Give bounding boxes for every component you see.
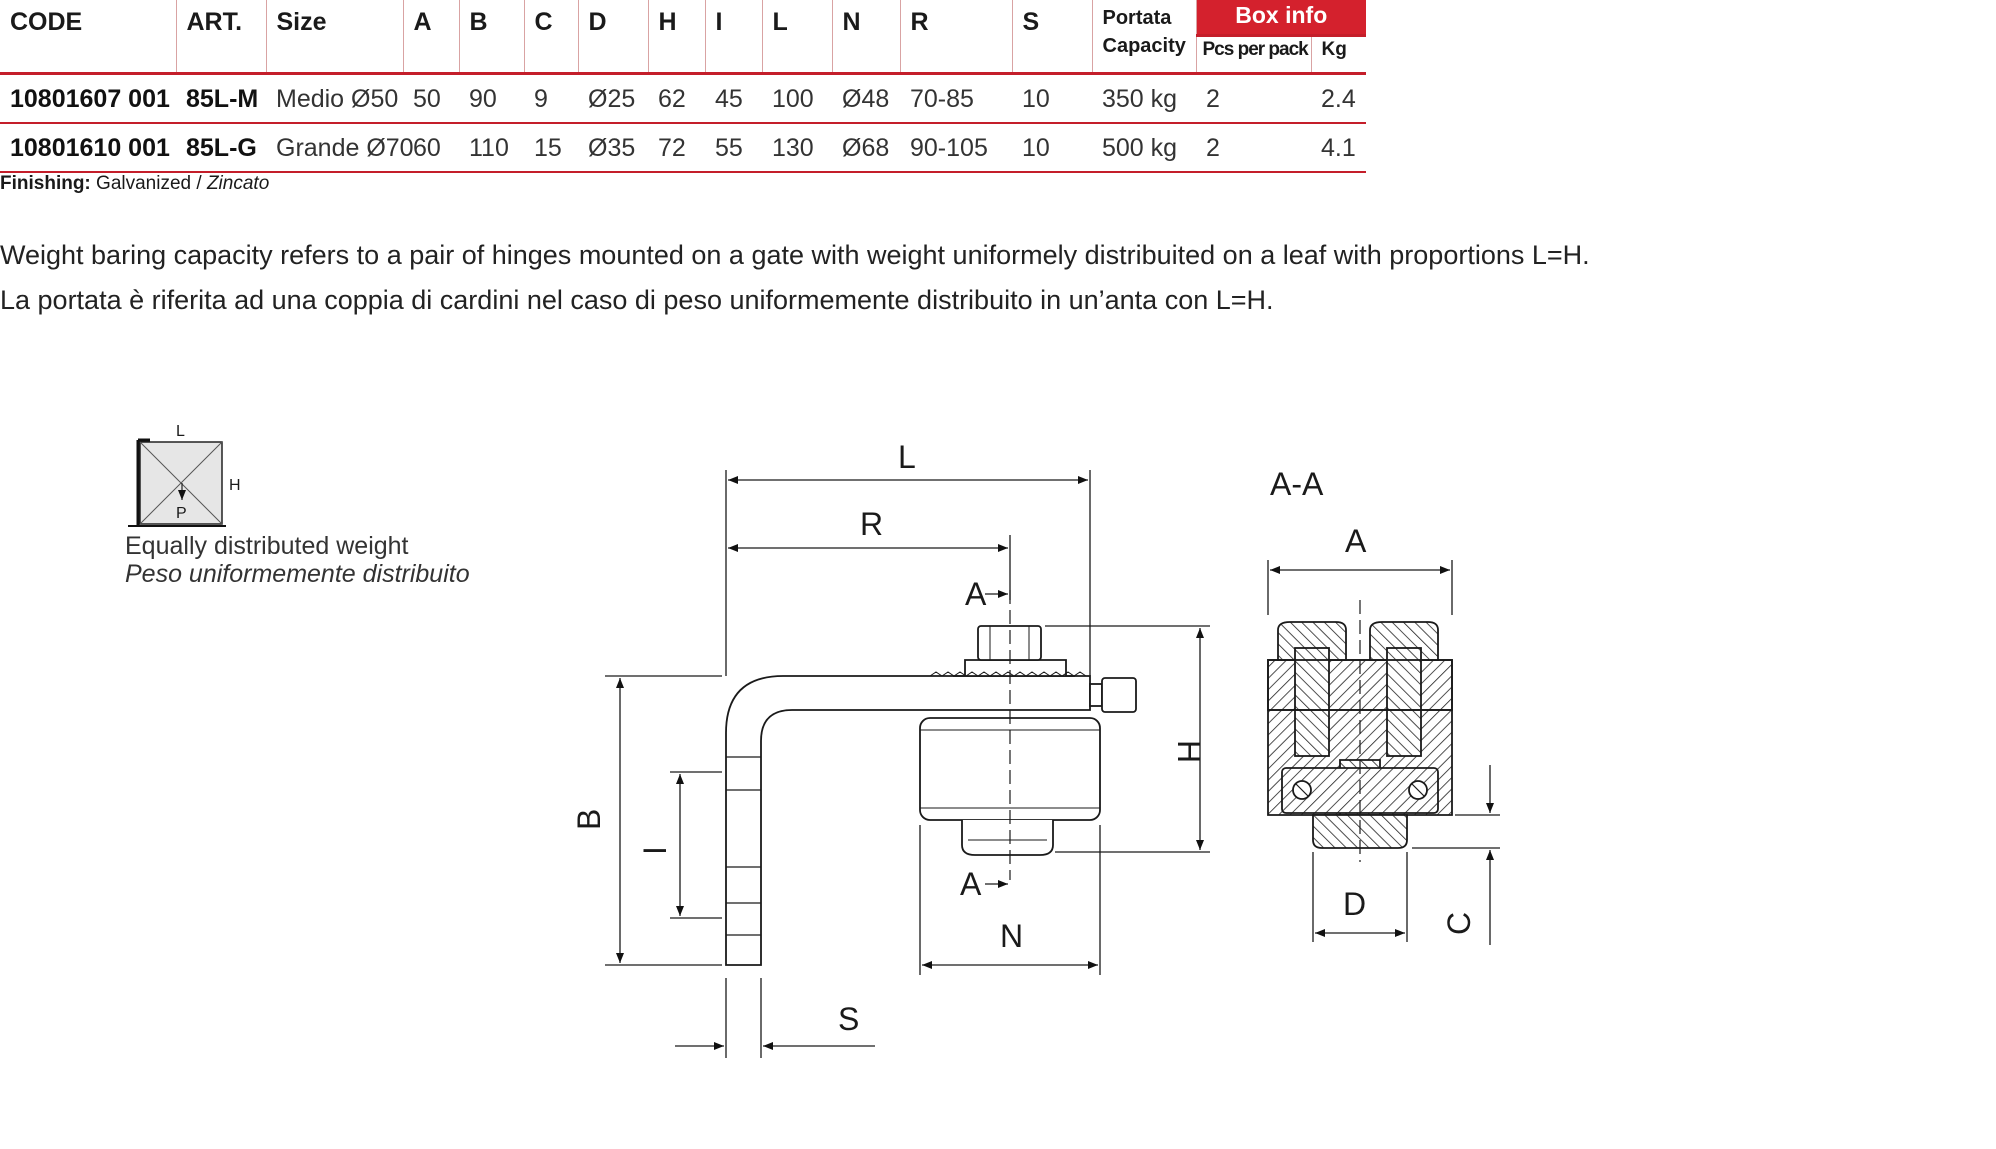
header-r: R [900, 0, 1013, 75]
cell-c: 9 [524, 73, 578, 124]
cell-code: 10801610 001 [0, 123, 176, 173]
header-capacity: Portata Capacity [1092, 0, 1197, 75]
cell-s: 10 [1012, 73, 1092, 124]
dim-label-a-top: A [965, 576, 987, 612]
header-pcs-per-pack: Pcs per pack [1196, 35, 1312, 75]
section-dim-label-a: A [1345, 523, 1367, 559]
header-capacity-it: Portata [1102, 7, 1172, 29]
legend-text-en: Equally distributed weight [125, 532, 409, 560]
cell-pcs: 2 [1196, 73, 1311, 124]
cell-kg: 4.1 [1311, 123, 1366, 173]
cell-i: 45 [705, 73, 762, 124]
finishing-label: Finishing: [0, 173, 91, 194]
cell-d: Ø35 [578, 123, 648, 173]
section-view-labels: A-A A D C [1270, 466, 1477, 935]
cell-a: 60 [403, 123, 459, 173]
cell-art: 85L-G [176, 123, 266, 173]
finishing-value-en: Galvanized [96, 173, 192, 194]
cell-kg: 2.4 [1311, 73, 1366, 124]
section-view-a-a [1267, 600, 1453, 862]
legend-label-h: H [229, 477, 241, 494]
side-view-labels: L R A A N S H B I [571, 439, 1207, 1037]
hinge-side-view [725, 590, 1137, 966]
cell-r: 70-85 [900, 73, 1012, 124]
header-box-info: Box info [1196, 0, 1366, 38]
cell-h: 62 [648, 73, 705, 124]
cell-capacity: 350 kg [1092, 73, 1196, 124]
dim-label-h: H [1171, 740, 1207, 763]
cell-pcs: 2 [1196, 123, 1311, 173]
cell-size: Grande Ø70 [266, 123, 414, 173]
header-code: CODE [0, 0, 177, 75]
header-size: Size [266, 0, 404, 75]
header-c: C [524, 0, 579, 75]
cell-h: 72 [648, 123, 705, 173]
header-kg: Kg [1311, 35, 1366, 75]
cell-r: 90-105 [900, 123, 1012, 173]
cell-c: 15 [524, 123, 578, 173]
table-subheader-row: Pcs per pack Kg [0, 35, 1366, 75]
legend-text-it: Peso uniformemente distribuito [125, 560, 470, 588]
cell-l: 130 [762, 123, 832, 173]
dim-label-r: R [860, 506, 883, 542]
cell-d: Ø25 [578, 73, 648, 124]
section-dim-label-d: D [1343, 886, 1366, 922]
cell-a: 50 [403, 73, 459, 124]
finishing-line: Finishing: Galvanized / Zincato [0, 173, 269, 195]
header-a: A [403, 0, 460, 75]
dim-label-n: N [1000, 918, 1023, 954]
header-capacity-en: Capacity [1102, 35, 1186, 57]
cell-code: 10801607 001 [0, 73, 176, 124]
dim-label-b: B [571, 809, 607, 830]
cell-capacity: 500 kg [1092, 123, 1196, 173]
cell-n: Ø48 [832, 73, 900, 124]
header-b: B [459, 0, 525, 75]
header-d: D [578, 0, 649, 75]
capacity-note-it: La portata è riferita ad una coppia di c… [0, 285, 1274, 315]
cell-size: Medio Ø50 [266, 73, 403, 124]
dim-label-s: S [838, 1001, 859, 1037]
header-s: S [1012, 0, 1093, 75]
finishing-value-it: Zincato [206, 173, 270, 194]
section-view-dimensions [1267, 560, 1500, 945]
side-view-dimensions [605, 470, 1210, 1058]
cell-art: 85L-M [176, 73, 266, 124]
cell-n: Ø68 [832, 123, 900, 173]
dim-label-l: L [898, 439, 916, 475]
header-h: H [648, 0, 706, 75]
section-title: A-A [1270, 466, 1324, 502]
cell-l: 100 [762, 73, 832, 124]
cell-b: 110 [459, 123, 524, 173]
cell-s: 10 [1012, 123, 1092, 173]
section-dim-label-c: C [1441, 912, 1477, 935]
cell-i: 55 [705, 123, 762, 173]
header-l: L [762, 0, 833, 75]
cell-b: 90 [459, 73, 524, 124]
table-header-row: CODE ART. Size A B C D H I L N R S Porta… [0, 0, 1366, 75]
finishing-separator: / [191, 173, 207, 194]
dim-label-i: I [637, 846, 673, 855]
capacity-note-en: Weight baring capacity refers to a pair … [0, 240, 1590, 270]
header-n: N [832, 0, 901, 75]
legend-label-l: L [176, 423, 185, 440]
legend-label-p: P [176, 505, 187, 522]
header-art: ART. [176, 0, 267, 75]
header-i: I [705, 0, 763, 75]
spec-table: CODE ART. Size A B C D H I L N R S Porta… [0, 0, 1366, 173]
dim-label-a-bottom: A [960, 866, 982, 902]
weight-legend-icon: L H P [128, 423, 241, 527]
